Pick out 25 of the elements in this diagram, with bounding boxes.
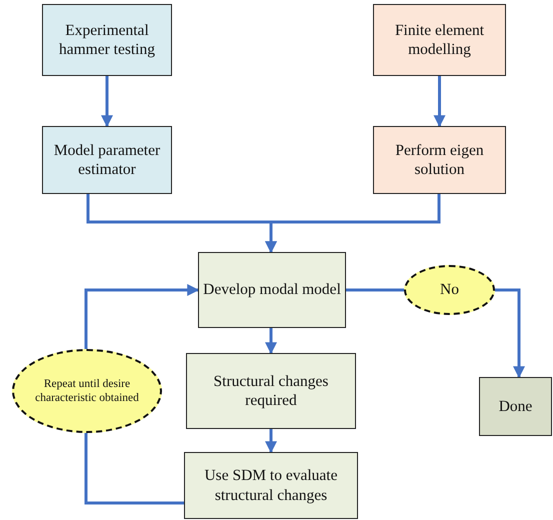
connector-arrow (265, 328, 277, 354)
connector-arrow (265, 194, 440, 254)
node-label: Develop modal model (203, 280, 341, 300)
process-box (42, 4, 172, 76)
node-label: Perform eigen solution (394, 140, 485, 180)
node-label: Repeat until desire characteristic obtained (34, 376, 140, 406)
process-box (198, 252, 346, 328)
connector-arrow (101, 76, 113, 128)
node-label: Done (498, 396, 532, 416)
process-box (184, 452, 358, 519)
process-box (186, 353, 356, 429)
connector-arrow (434, 76, 446, 128)
process-box (479, 377, 552, 436)
node-label: No (440, 280, 459, 300)
process-box (373, 4, 506, 76)
connector-arrow (265, 429, 277, 454)
node-label: Use SDM to evaluate structural changes (203, 466, 338, 505)
connector-arrow (84, 284, 200, 349)
node-label: Model parameter estimator (52, 140, 162, 180)
connector-arrow (495, 288, 525, 378)
node-label: Finite element modelling (394, 20, 486, 60)
process-box (42, 126, 172, 194)
process-box (373, 126, 506, 194)
node-label: Experimental hammer testing (58, 20, 156, 60)
node-label: Structural changes required (212, 372, 330, 410)
